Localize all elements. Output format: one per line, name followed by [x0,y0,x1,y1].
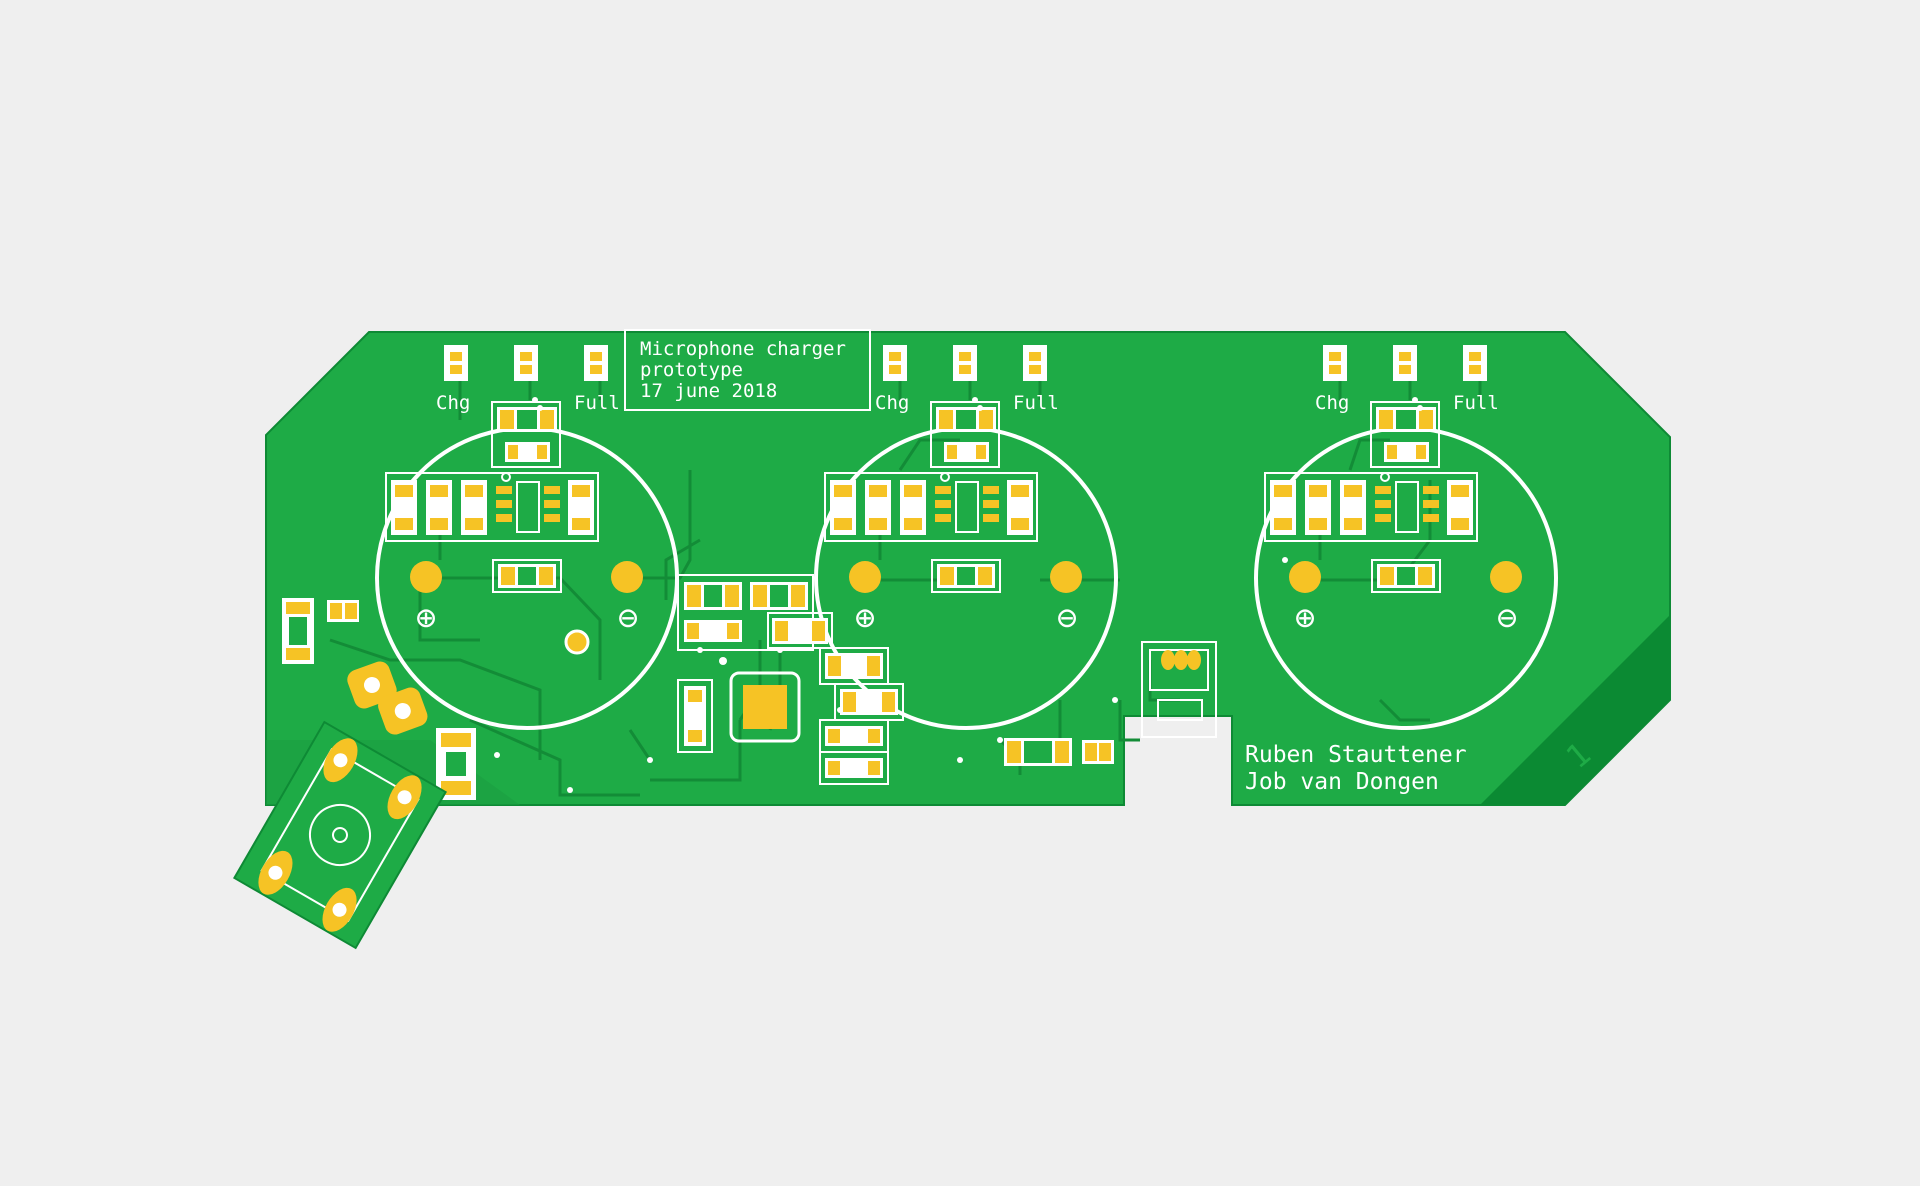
cell-3-minus-symbol: ⊖ [1497,598,1517,638]
push-button-tab [233,720,447,950]
author-line-1: Ruben Stauttener [1245,742,1467,768]
cell-1-chg-label: Chg [436,392,470,414]
cell-1: Chg Full ⊕ ⊖ [375,345,679,730]
cell-2-plus-symbol: ⊕ [855,598,875,638]
cell-2-led-pads [883,345,1047,381]
qfn-chip [729,671,801,743]
cell-2-full-label: Full [1013,392,1059,414]
vias [494,397,1423,793]
title-block-frame [624,329,871,411]
cell-1-minus-symbol: ⊖ [618,598,638,638]
usb-connector [1141,641,1217,738]
board-corner-shade [1480,615,1670,805]
title-line-2: prototype [640,359,743,381]
cell-2-minus-symbol: ⊖ [1057,598,1077,638]
cell-3-chg-label: Chg [1315,392,1349,414]
cell-3-led-pads [1323,345,1487,381]
cell-3: Chg Full ⊕ ⊖ [1254,345,1558,730]
author-line-2: Job van Dongen [1245,769,1439,795]
title-line-1: Microphone charger [640,338,846,360]
bottom-components [1004,738,1114,766]
cell-1-full-label: Full [574,392,620,414]
central-components [677,574,904,785]
test-point-pad [564,629,590,655]
cell-2: Chg Full ⊕ ⊖ [814,345,1118,730]
cell-3-full-label: Full [1453,392,1499,414]
title-line-3: 17 june 2018 [640,380,777,402]
cell-3-plus-symbol: ⊕ [1295,598,1315,638]
cell-2-chg-label: Chg [875,392,909,414]
cell-1-plus-symbol: ⊕ [416,598,436,638]
left-components [282,598,476,800]
cell-1-led-pads [444,345,608,381]
